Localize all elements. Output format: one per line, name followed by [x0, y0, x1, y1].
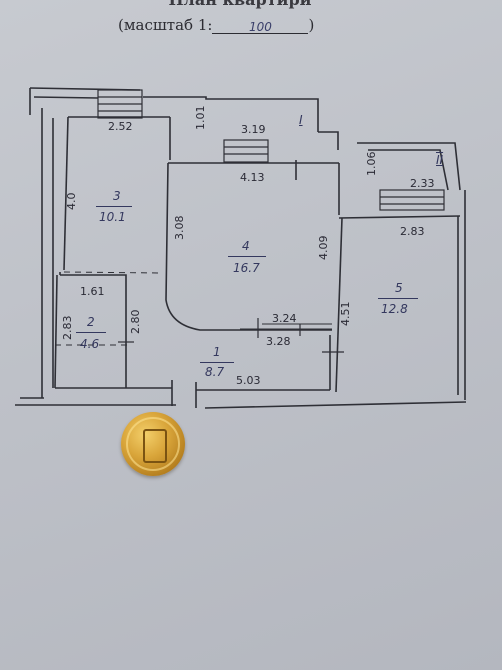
dim-room4-top: 4.13: [240, 171, 265, 184]
room1-area: 8.7: [205, 365, 225, 379]
room2-number: 2: [87, 315, 95, 329]
balcony-1-label: I: [299, 113, 303, 127]
room3-area: 10.1: [99, 210, 126, 224]
dim-balcony1-depth: 1.01: [194, 105, 207, 131]
window-openings: [97, 89, 445, 353]
dim-top-room3: 2.52: [108, 120, 133, 133]
dim-corridor-bottom: 5.03: [236, 374, 261, 387]
dim-room4-right: 4.09: [317, 235, 330, 261]
room4-divider: [228, 256, 266, 257]
room3-number: 3: [113, 189, 121, 203]
room-boundaries: [55, 271, 161, 346]
room4-number: 4: [242, 239, 250, 253]
dim-room2-left: 2.83: [61, 315, 74, 341]
dim-room3-height: 4.0: [65, 192, 78, 211]
room1-divider: [200, 362, 234, 363]
room3-divider: [96, 206, 132, 207]
coin-emblem-icon: [143, 429, 167, 463]
balcony-2-label: II: [436, 153, 444, 167]
scale-blank: 100: [212, 17, 309, 34]
coin-icon: [121, 412, 185, 476]
dim-room4-bottom: 3.24: [272, 312, 297, 325]
dim-corridor-top: 3.28: [266, 335, 291, 348]
dimension-ticks: [240, 323, 332, 330]
dim-room2-top: 1.61: [80, 285, 105, 298]
scale-label: (масштаб 1:: [118, 16, 213, 34]
room4-area: 16.7: [233, 261, 260, 275]
room5-number: 5: [395, 281, 403, 295]
dim-balcony1-width: 3.19: [241, 123, 266, 136]
dim-balcony2-depth: 1.06: [365, 151, 378, 177]
dim-room5-top: 2.83: [400, 225, 425, 238]
room1-number: 1: [213, 345, 221, 359]
scale-close: ): [308, 16, 315, 34]
room2-divider: [76, 332, 106, 333]
room2-area: 4.6: [80, 337, 100, 351]
room5-divider: [378, 298, 418, 299]
dim-balcony2-width: 2.33: [410, 177, 435, 190]
dim-room2-right: 2.80: [129, 309, 142, 335]
outer-walls: [15, 87, 467, 409]
room5-area: 12.8: [381, 302, 408, 316]
dim-room5-left: 4.51: [339, 301, 352, 327]
plan-title: План квартири: [140, 0, 340, 9]
scale-line: (масштаб 1: 100): [118, 16, 314, 34]
scale-value: 100: [249, 20, 272, 34]
dim-room4-left: 3.08: [173, 215, 186, 241]
